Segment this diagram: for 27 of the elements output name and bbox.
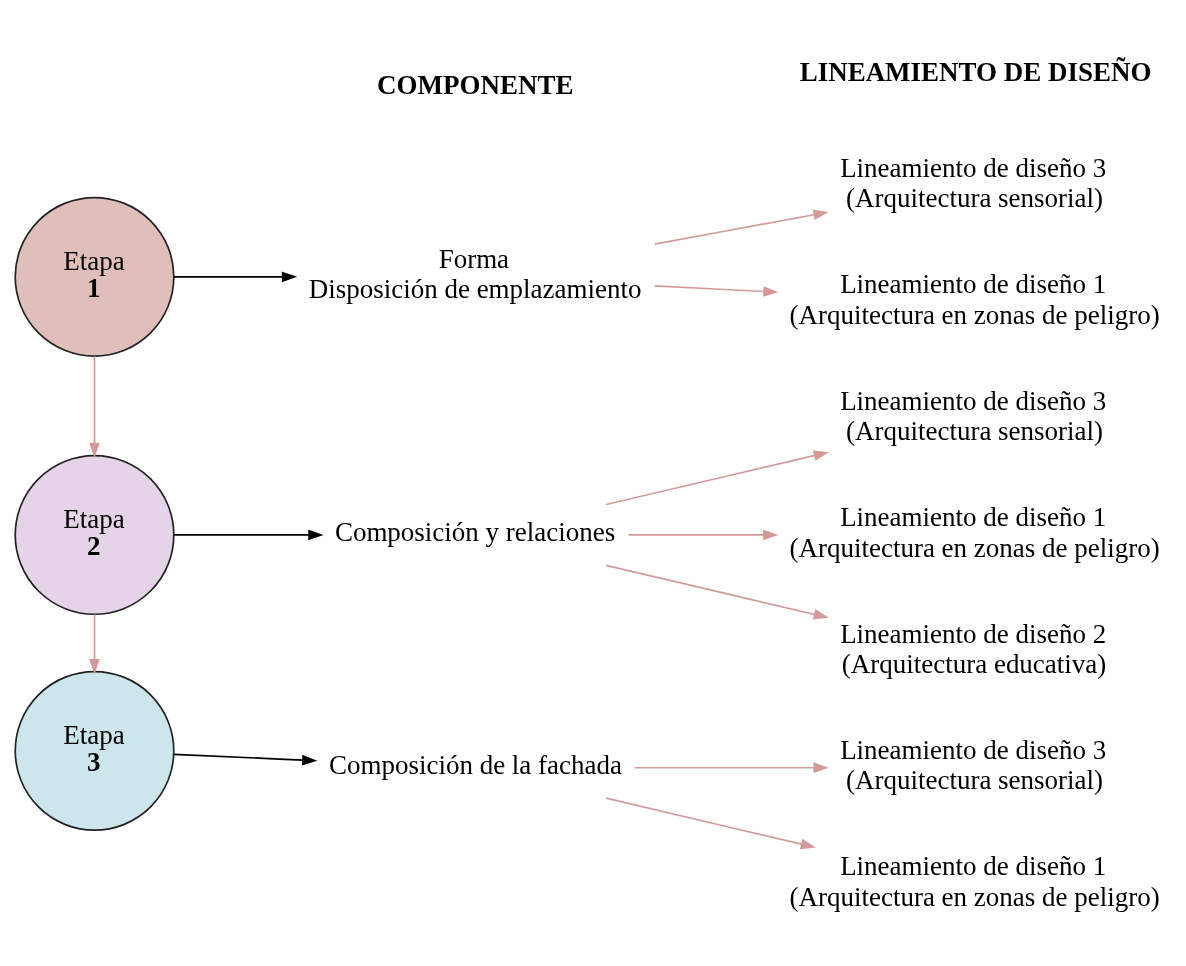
node-text: Lineamiento de diseño 1 (Arquitectura en zonas de peligro) xyxy=(789,268,1160,330)
arrow xyxy=(89,354,100,458)
arrow xyxy=(173,753,318,765)
arrow xyxy=(173,529,324,540)
node-text: Lineamiento de diseño 3 (Arquitectura sensorial) xyxy=(840,734,1107,795)
arrow xyxy=(605,449,829,505)
node-text: Lineamiento de diseño 1 (Arquitectura en zonas de peligro) xyxy=(789,501,1160,563)
node-text: Lineamiento de diseño 2 (Arquitectura educativa) xyxy=(840,618,1107,679)
node-text: Lineamiento de diseño 1 (Arquitectura en zonas de peligro) xyxy=(789,850,1160,912)
node-text: Composición y relaciones xyxy=(334,516,616,547)
node-text: Composición de la fachada xyxy=(329,749,622,780)
arrow xyxy=(605,796,816,849)
arrow xyxy=(605,564,829,619)
arrow xyxy=(653,284,779,297)
node-text: Lineamiento de diseño 3 (Arquitectura sensorial) xyxy=(840,152,1107,213)
label: COMPONENTE xyxy=(377,69,574,100)
arrow xyxy=(653,209,829,245)
arrow xyxy=(89,613,100,674)
node-text: Lineamiento de diseño 3 (Arquitectura sensorial) xyxy=(840,385,1107,446)
node-text: Forma Disposición de emplazamiento xyxy=(308,243,642,304)
node-circle: Etapa 1 xyxy=(14,196,175,357)
arrow xyxy=(173,271,298,282)
arrow xyxy=(633,761,829,773)
node-circle: Etapa 2 xyxy=(14,454,175,615)
node-circle: Etapa 3 xyxy=(14,670,175,831)
arrow xyxy=(627,529,779,540)
label: LINEAMIENTO DE DISEÑO xyxy=(799,56,1152,87)
